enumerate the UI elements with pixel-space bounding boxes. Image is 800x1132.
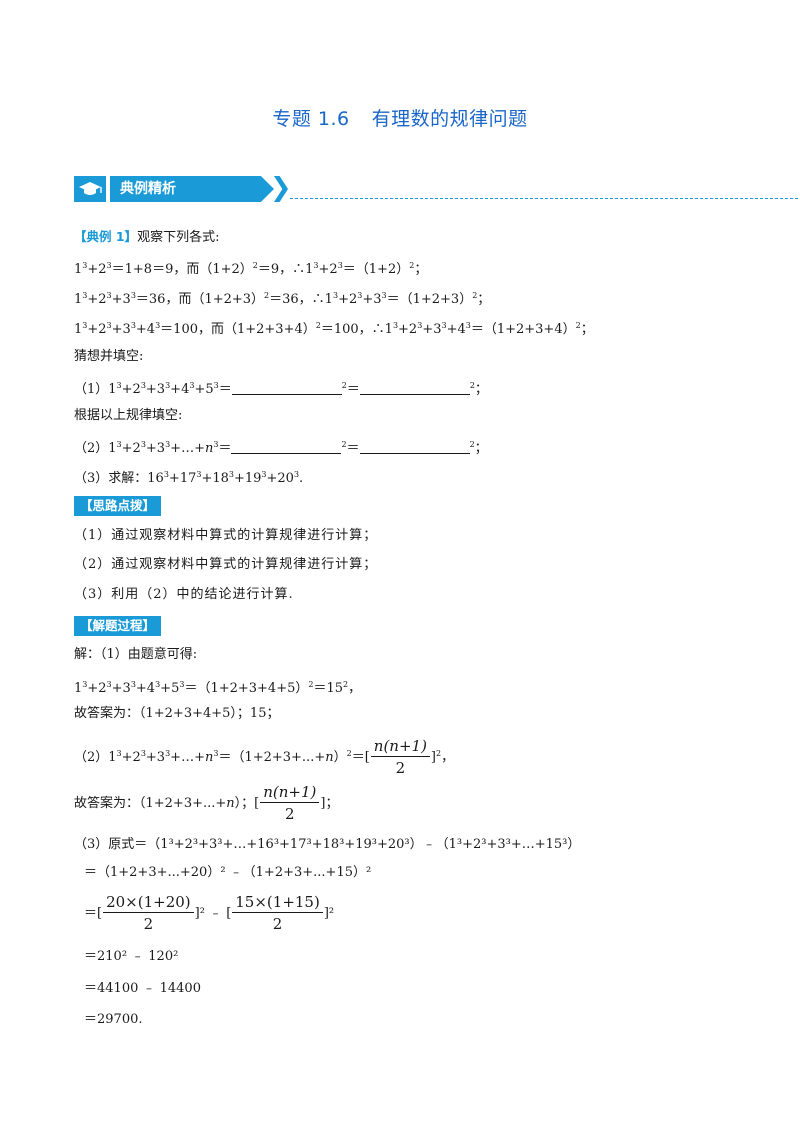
fraction-answer-2: n(n+1)2 (260, 782, 320, 825)
solution-step-3-line-5: ＝44100 ﹣ 14400 (84, 981, 201, 996)
hint-tag: 【思路点拨】 (74, 496, 162, 516)
hint-item-3: （3）利用（2）中的结论进行计算. (74, 587, 294, 602)
solution-step-2: （2）13+23+33+…+n3＝（1+2+3+...+n）2＝[n(n+1)2… (74, 736, 455, 779)
answer-1: 故答案为：（1+2+3+4+5）；15； (74, 706, 280, 721)
hint-item-1: （1）通过观察材料中算式的计算规律进行计算； (74, 528, 378, 543)
rule-prompt: 根据以上规律填空: (74, 408, 183, 423)
solution-tag: 【解题过程】 (74, 616, 162, 636)
solution-intro: 解：（1）由题意可得: (74, 647, 198, 662)
chevron-right-icon (274, 176, 288, 202)
fraction-15: 15×(1+15)2 (232, 892, 323, 935)
hint-item-2: （2）通过观察材料中算式的计算规律进行计算； (74, 557, 378, 572)
solution-step-3-line-3: ＝[20×(1+20)2]² ﹣ [15×(1+15)2]² (84, 892, 335, 935)
fraction-20: 20×(1+20)2 (103, 892, 194, 935)
example-tag: 【典例 1】 (74, 229, 138, 244)
solution-step-3-line-4: ＝210² ﹣ 120² (84, 949, 179, 964)
answer-blank-2b[interactable] (359, 439, 470, 454)
solution-step-3-line-1: （3）原式＝（1³+2³+3³+…+16³+17³+18³+19³+20³）﹣（… (74, 837, 581, 852)
answer-blank-1a[interactable] (231, 380, 342, 395)
question-3: （3）求解：163+173+183+193+203. (74, 470, 304, 486)
question-2: （2）13+23+33+…+n3＝2＝2； (74, 439, 488, 456)
solution-step-3-line-2: ＝（1+2+3+...+20）² ﹣（1+2+3+...+15）² (84, 865, 372, 880)
graduation-cap-icon (74, 176, 106, 202)
answer-blank-1b[interactable] (359, 380, 470, 395)
answer-blank-2a[interactable] (231, 439, 342, 454)
section-banner-label: 典例精析 (110, 176, 274, 202)
solution-step-3-line-6: ＝29700. (84, 1012, 143, 1027)
guess-prompt: 猜想并填空: (74, 349, 144, 364)
answer-2: 故答案为：（1+2+3+...+n）；[n(n+1)2]； (74, 782, 339, 825)
example-equation-1: 13+23＝1+8＝9，而（1+2）2＝9，∴13+23＝（1+2）2； (74, 261, 428, 277)
fraction-n-n-plus-1-over-2: n(n+1)2 (370, 736, 430, 779)
title-topic: 有理数的规律问题 (371, 108, 528, 130)
example-equation-3: 13+23+33+43＝100，而（1+2+3+4）2＝100，∴13+23+3… (74, 321, 594, 337)
title-number: 专题 1.6 (272, 108, 350, 130)
example-equation-2: 13+23+33＝36，而（1+2+3）2＝36，∴13+23+33＝（1+2+… (74, 291, 491, 307)
example-intro: 【典例 1】观察下列各式: (74, 229, 220, 245)
section-divider (290, 198, 798, 199)
solution-step-1: 13+23+33+43+53＝（1+2+3+4+5）2＝152， (74, 680, 362, 696)
page-title: 专题 1.6 有理数的规律问题 (0, 104, 800, 131)
question-1: （1）13+23+33+43+53＝2＝2； (74, 380, 488, 397)
